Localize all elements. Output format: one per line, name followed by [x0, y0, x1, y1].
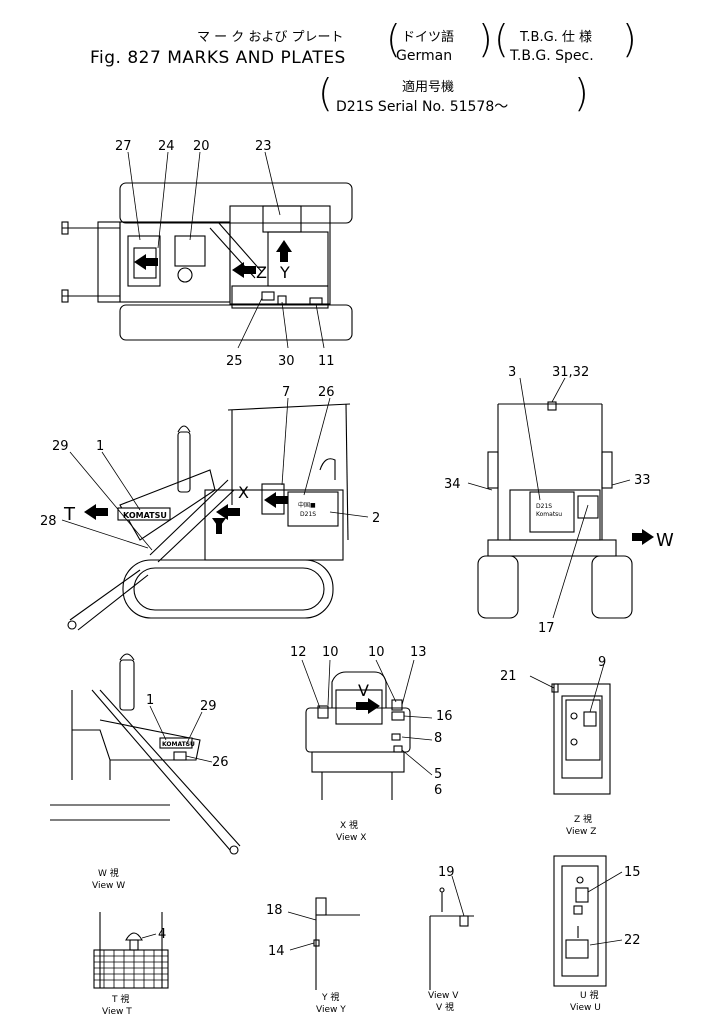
caption-view-w-jp: W 視	[98, 867, 119, 879]
bracket-open-2: (	[494, 17, 509, 61]
callout-30: 30	[278, 354, 295, 369]
caption-view-z: View Z	[566, 827, 596, 837]
callout-10-right: 10	[368, 645, 385, 660]
callout-22: 22	[624, 933, 641, 948]
callout-28: 28	[40, 514, 57, 529]
caption-view-z-jp: Z 視	[574, 813, 592, 825]
callout-25: 25	[226, 354, 243, 369]
callout-1-w: 1	[146, 693, 154, 708]
caption-view-v: View V	[428, 991, 459, 1001]
caption-view-x: View X	[336, 833, 366, 843]
variant-japanese: ドイツ語	[402, 30, 455, 45]
title-japanese: マ ー ク および プレート	[197, 30, 344, 45]
side-view: 中国■ D21S KOMATSU X T 7 26 29 1 2 28	[40, 385, 380, 631]
callout-12: 12	[290, 645, 307, 660]
callout-15: 15	[624, 865, 641, 880]
callout-5: 5	[434, 767, 442, 782]
caption-view-y-jp: Y 視	[321, 991, 339, 1003]
spec-japanese: T.B.G. 仕 様	[520, 30, 593, 45]
callout-4: 4	[158, 927, 166, 942]
callout-2: 2	[372, 511, 380, 526]
serial-japanese: 適用号機	[402, 80, 455, 95]
callout-7: 7	[282, 385, 290, 400]
bracket-open-3: (	[318, 71, 333, 115]
caption-view-t: View T	[102, 1007, 132, 1016]
rear-view: D21S Komatsu W 3 31,32 34 33 17	[444, 365, 674, 636]
caption-view-u-jp: U 視	[580, 989, 598, 1001]
callout-27: 27	[115, 139, 132, 154]
callout-34: 34	[444, 477, 461, 492]
arrow-label-z: Z	[256, 263, 267, 282]
callout-33: 33	[634, 473, 651, 488]
callout-14: 14	[268, 944, 285, 959]
callout-19: 19	[438, 865, 455, 880]
callout-8: 8	[434, 731, 442, 746]
view-u: 15 22 U 視 View U	[553, 855, 641, 1013]
arrow-label-v: V	[358, 681, 369, 700]
callout-3: 3	[508, 365, 516, 380]
brand-plate: KOMATSU	[123, 511, 167, 520]
view-v: 19 View V V 視	[428, 865, 474, 1013]
caption-view-t-jp: T 視	[111, 993, 129, 1005]
arrow-label-y: Y	[279, 263, 290, 282]
caption-view-v-jp: V 視	[436, 1001, 454, 1013]
callout-21: 21	[500, 669, 517, 684]
caption-view-w: View W	[92, 881, 125, 891]
view-z: 21 9 Z 視 View Z	[500, 655, 611, 837]
callout-26: 26	[318, 385, 335, 400]
callout-18: 18	[266, 903, 283, 918]
arrow-label-x: X	[238, 483, 249, 502]
spec-english: T.B.G. Spec.	[510, 48, 594, 64]
callout-20: 20	[193, 139, 210, 154]
bracket-close-3: )	[574, 71, 589, 115]
callout-10-left: 10	[322, 645, 339, 660]
caption-view-y: View Y	[316, 1005, 346, 1015]
view-t: 4 T 視 View T	[93, 912, 169, 1016]
callout-11: 11	[318, 354, 335, 369]
callout-26-w: 26	[212, 755, 229, 770]
callout-29: 29	[52, 439, 69, 454]
side-plate-line2: D21S	[300, 511, 316, 518]
rear-plate-line1: D21S	[536, 503, 552, 510]
callout-31-32: 31,32	[552, 365, 589, 380]
bracket-open: (	[386, 17, 401, 61]
figure-title: Fig. 827 MARKS AND PLATES	[90, 48, 346, 68]
variant-english: German	[396, 48, 453, 64]
callout-1: 1	[96, 439, 104, 454]
callout-23: 23	[255, 139, 272, 154]
brand-plate-w: KOMATSU	[162, 741, 195, 748]
view-x: V 12 10 10 13 16 8 5 6 X 視 View X	[290, 645, 453, 843]
callout-9: 9	[598, 655, 606, 670]
view-w: KOMATSU 1 29 26 W 視 View W	[50, 653, 241, 891]
callout-13: 13	[410, 645, 427, 660]
callout-29-w: 29	[200, 699, 217, 714]
callout-24: 24	[158, 139, 175, 154]
side-plate-line1: 中国■	[298, 501, 316, 509]
callout-16: 16	[436, 709, 453, 724]
arrow-label-w: W	[656, 530, 674, 551]
caption-view-u: View U	[570, 1003, 601, 1013]
bracket-close-2: )	[622, 17, 637, 61]
callout-17: 17	[538, 621, 555, 636]
caption-view-x-jp: X 視	[340, 819, 358, 831]
view-y: 18 14 Y 視 View Y	[266, 897, 360, 1015]
rear-plate-line2: Komatsu	[536, 511, 562, 518]
top-view: Z Y 27 24 20 23 25 30 11	[61, 139, 353, 369]
arrow-label-t: T	[63, 504, 76, 525]
bracket-close: )	[478, 17, 493, 61]
serial-english: D21S Serial No. 51578～	[336, 99, 509, 115]
callout-6: 6	[434, 783, 442, 798]
